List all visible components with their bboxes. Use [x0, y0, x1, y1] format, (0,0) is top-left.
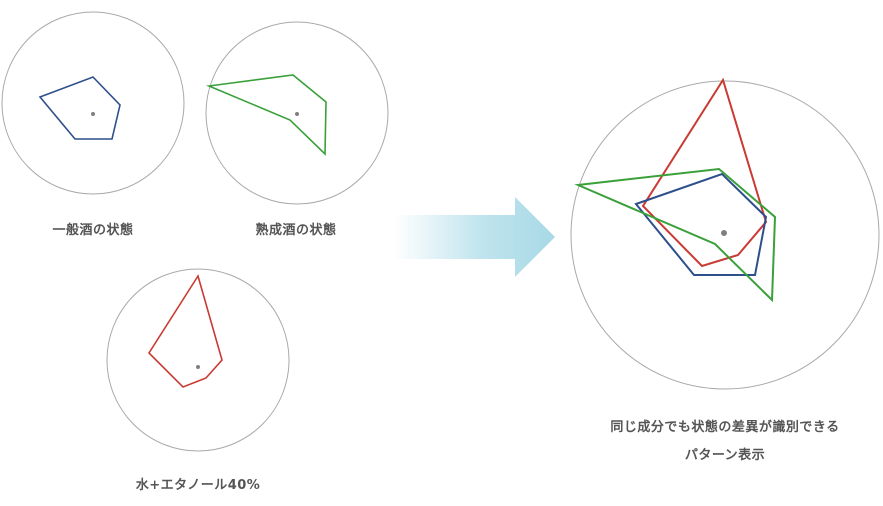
radar-water: [106, 268, 290, 452]
label-water: 水+エタノール40%: [135, 478, 261, 493]
radar-combined-general-shape: [634, 172, 768, 276]
radar-aged: [205, 21, 389, 205]
radar-general-circle: [1, 11, 185, 195]
radar-combined: [570, 77, 880, 390]
transition-arrow: [394, 197, 555, 277]
radar-general-shape: [38, 76, 121, 140]
radar-combined-aged-shape: [574, 167, 777, 303]
radar-combined-water-shape: [641, 77, 768, 268]
label-aged: 熟成酒の状態: [255, 223, 337, 238]
radar-aged-shape: [205, 74, 327, 156]
label-result-line2: パターン表示: [684, 448, 766, 463]
radar-combined-circle: [570, 80, 880, 390]
radar-water-shape: [147, 274, 223, 388]
label-general: 一般酒の状態: [52, 223, 134, 238]
radar-water-circle: [106, 268, 290, 452]
label-result-line1: 同じ成分でも状態の差異が識別できる: [610, 420, 840, 435]
radar-aged-center: [295, 112, 299, 116]
radar-water-center: [196, 365, 200, 369]
radar-combined-center: [721, 230, 727, 236]
radar-aged-circle: [205, 21, 389, 205]
radar-general: [1, 11, 185, 195]
radar-general-center: [91, 112, 95, 116]
